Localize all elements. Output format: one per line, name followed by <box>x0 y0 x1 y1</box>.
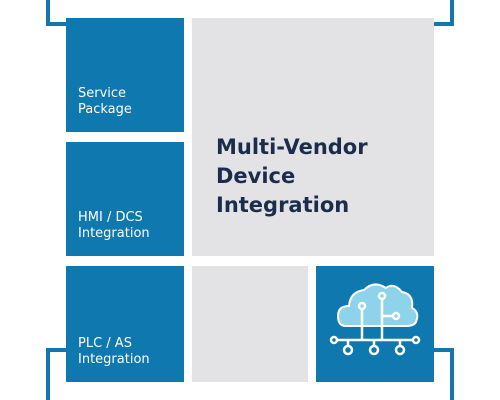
tile-service-package-label: Service Package <box>78 86 132 117</box>
corner-bracket-bottom-left <box>46 348 80 400</box>
corner-bracket-bottom-right <box>420 348 454 400</box>
tile-empty-grey <box>192 266 308 382</box>
tile-plc-as-label: PLC / AS Integration <box>78 336 150 367</box>
cloud-network-icon <box>329 283 421 356</box>
tile-multi-vendor: Multi-Vendor Device Integration <box>192 18 434 256</box>
corner-bracket-top-right <box>420 0 454 26</box>
tile-plc-as-integration: PLC / AS Integration <box>66 266 184 382</box>
tile-hmi-dcs-integration: HMI / DCS Integration <box>66 142 184 256</box>
tile-hmi-dcs-label: HMI / DCS Integration <box>78 210 150 241</box>
tile-cloud-icon <box>316 266 434 382</box>
tile-service-package: Service Package <box>66 18 184 132</box>
multi-vendor-title: Multi-Vendor Device Integration <box>216 135 368 217</box>
corner-bracket-top-left <box>46 0 80 26</box>
